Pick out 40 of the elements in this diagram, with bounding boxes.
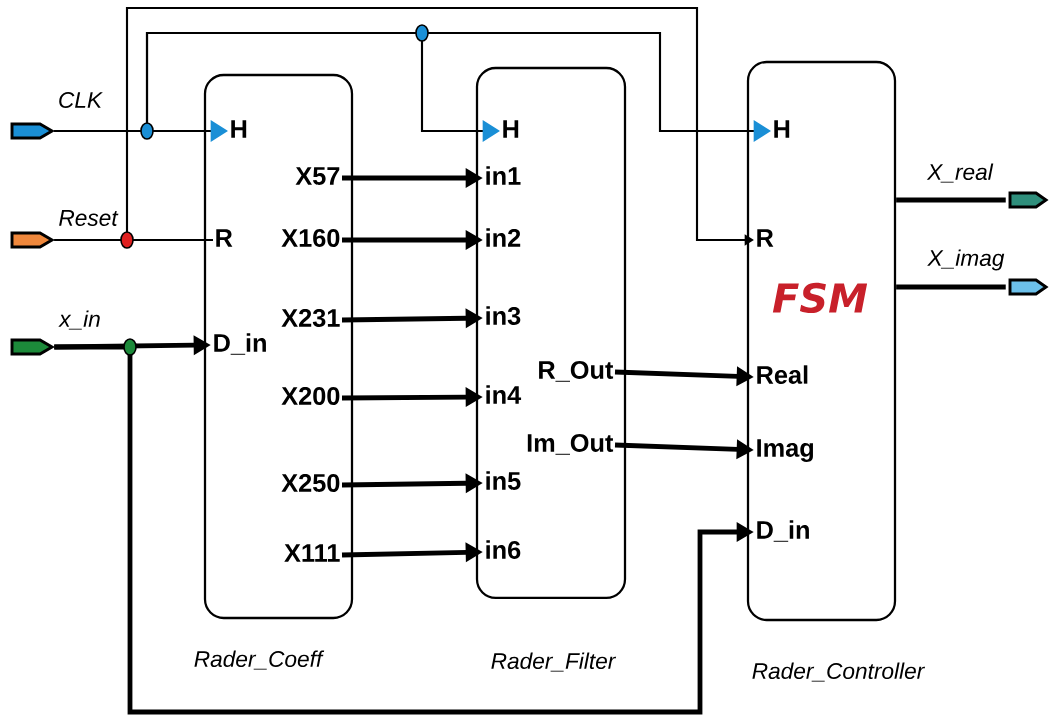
port-label: R_Out bbox=[539, 360, 614, 382]
node-label: CLK bbox=[59, 91, 103, 109]
port-label: X160 bbox=[281, 228, 340, 247]
port-label: Imag bbox=[757, 439, 814, 463]
io-pin: X_real bbox=[926, 163, 1049, 209]
port-label: Im_Out bbox=[527, 433, 614, 455]
port-label: X200 bbox=[281, 386, 340, 405]
connector bbox=[54, 31, 771, 142]
port-label: D_in bbox=[214, 333, 266, 355]
node-label: Rader_Coeff bbox=[194, 650, 325, 670]
port-label: H bbox=[774, 120, 790, 138]
port-label: R bbox=[216, 229, 233, 247]
port-label: R bbox=[757, 229, 774, 247]
port-label: H bbox=[231, 120, 247, 138]
connector bbox=[896, 284, 1006, 290]
io-pin: x_in bbox=[10, 310, 100, 356]
io-pin: CLK bbox=[10, 91, 103, 140]
node-label: X_real bbox=[926, 163, 994, 183]
port-label: in3 bbox=[486, 306, 521, 325]
connector bbox=[896, 197, 1006, 203]
node-label: Reset bbox=[59, 210, 119, 226]
io-pin: Reset bbox=[10, 210, 119, 249]
state-machine-label: FSM bbox=[772, 282, 868, 314]
node-label: x_in bbox=[58, 310, 100, 330]
io-pin: X_imag bbox=[927, 249, 1049, 296]
port-label: in2 bbox=[486, 228, 521, 247]
port-label: H bbox=[503, 120, 519, 138]
port-label: X250 bbox=[281, 473, 340, 492]
port-label: Real bbox=[757, 365, 808, 384]
node-label: Rader_Controller bbox=[752, 662, 926, 682]
port-label: X231 bbox=[281, 308, 340, 327]
port-label: X111 bbox=[284, 544, 340, 562]
port-label: D_in bbox=[757, 520, 809, 542]
node-label: Rader_Filter bbox=[491, 652, 617, 672]
port-label: in6 bbox=[486, 540, 521, 559]
node-label: X_imag bbox=[927, 249, 1005, 271]
port-label: in5 bbox=[486, 471, 521, 490]
port-label: in1 bbox=[486, 166, 521, 185]
port-label: X57 bbox=[295, 167, 340, 185]
port-label: in4 bbox=[486, 385, 522, 404]
